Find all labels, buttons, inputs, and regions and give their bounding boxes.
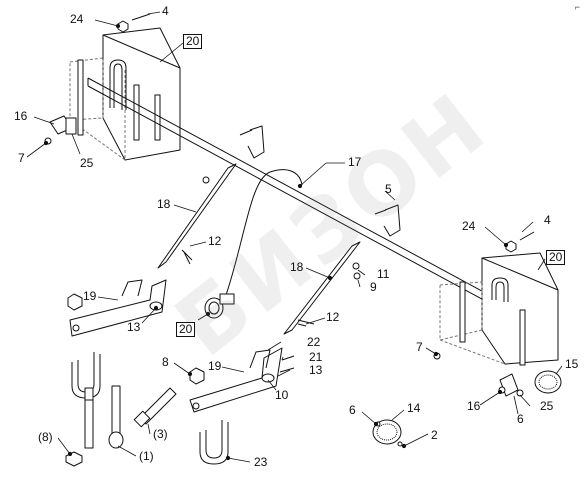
corner-mark: ⌐	[574, 2, 580, 12]
hex-bolt	[133, 387, 177, 428]
wiring-harness	[224, 169, 303, 299]
callout-4-right: 4	[544, 213, 551, 227]
callout-23: 23	[254, 455, 268, 469]
callout-1-paren: (1)	[139, 449, 154, 463]
callout-22: 22	[307, 335, 321, 349]
callout-10: 10	[275, 388, 289, 402]
right-staple	[374, 204, 401, 237]
leader-lines	[26, 11, 563, 463]
callout-18: 18	[157, 197, 171, 211]
long-bolt	[108, 385, 124, 449]
callout-24: 24	[70, 12, 84, 26]
callout-5: 5	[385, 182, 392, 196]
callout-4: 4	[162, 4, 169, 18]
callout-20-box: 20	[183, 34, 203, 49]
callout-16: 16	[14, 109, 28, 123]
callout-13: 13	[127, 320, 141, 334]
callout-7: 7	[18, 151, 25, 165]
left-arm-bracket	[69, 279, 167, 337]
top-staple	[239, 125, 265, 159]
callout-25: 25	[80, 156, 94, 170]
callout-2: 2	[431, 428, 438, 442]
callout-9: 9	[370, 280, 377, 294]
callout-18-right: 18	[290, 260, 304, 274]
reflector-15	[534, 370, 562, 394]
callout-3-paren: (3)	[153, 427, 168, 441]
left-mounting-plate	[69, 27, 181, 161]
main-cross-bar	[87, 77, 529, 325]
callout-19: 19	[83, 289, 97, 303]
callout-14: 14	[407, 401, 421, 415]
callout-24-right: 24	[462, 219, 476, 233]
callout-6-right: 6	[517, 412, 524, 426]
callout-17: 17	[348, 155, 362, 169]
callout-8-paren: (8)	[38, 430, 53, 444]
callout-19-right: 19	[208, 359, 222, 373]
left-u-bolt	[109, 59, 127, 110]
callout-12-right: 12	[326, 310, 340, 324]
callout-12: 12	[208, 234, 222, 248]
left-strut	[157, 163, 237, 269]
callout-11: 11	[377, 267, 390, 281]
callout-6: 6	[349, 403, 356, 417]
callout-20-box-right: 20	[546, 250, 566, 265]
callout-16-right: 16	[467, 399, 481, 413]
callout-25-right: 25	[540, 399, 554, 413]
eye-bolt	[84, 387, 94, 449]
right-mounting-plate	[439, 252, 559, 397]
u-bolt-right-bottom	[199, 420, 229, 465]
arrow-heads	[43, 23, 509, 461]
right-strut	[283, 241, 361, 335]
callout-21: 21	[309, 350, 323, 364]
callout-20-box-socket: 20	[176, 322, 196, 337]
small-hardware	[44, 13, 535, 447]
callout-13-right: 13	[309, 363, 323, 377]
callout-8: 8	[162, 355, 169, 369]
callout-7-right: 7	[416, 340, 423, 354]
callout-15: 15	[565, 357, 579, 371]
